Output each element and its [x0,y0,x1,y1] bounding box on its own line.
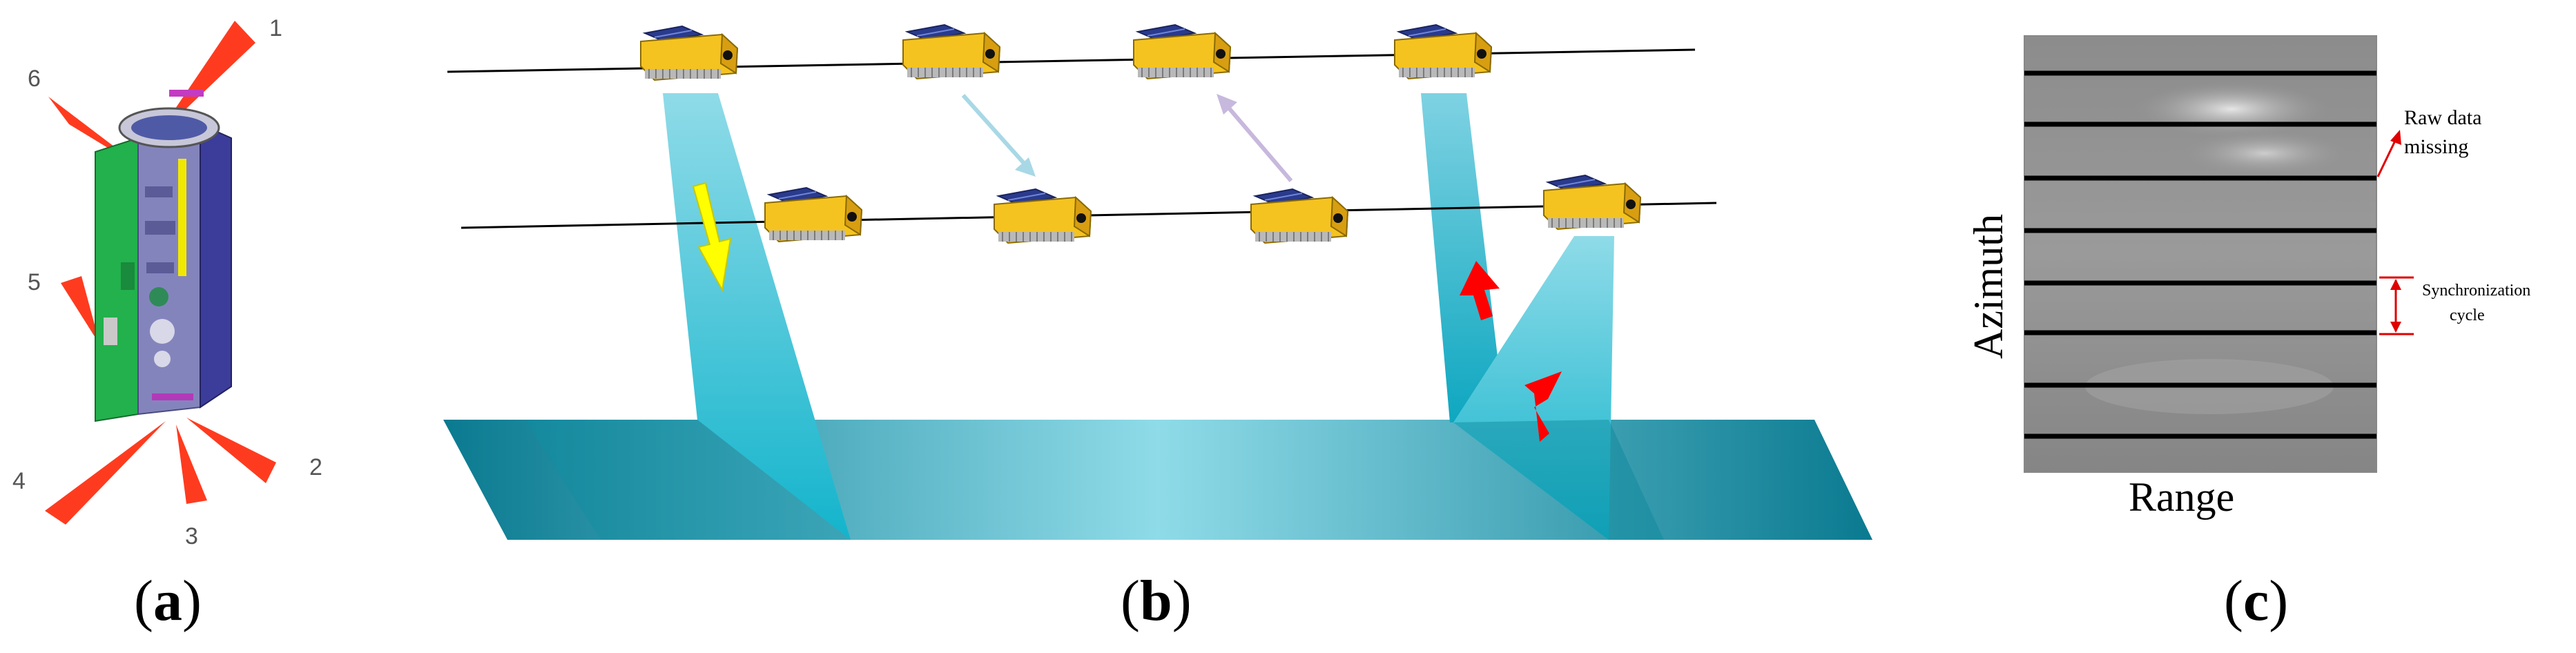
satellite-upper-4 [1394,24,1492,79]
satellite-upper-2 [902,24,1000,79]
sync-label-line1: Synchronization [2422,282,2530,300]
antenna-label-4: 4 [12,468,26,494]
missing-data-lines [2024,70,2376,439]
antenna-beam-3 [176,425,207,504]
raw-data-label-line2: missing [2404,135,2468,158]
caption-c: (c) [2224,569,2289,633]
antenna-label-1: 1 [269,15,282,41]
antenna-label-5: 5 [28,269,41,295]
orbit-line-upper [447,48,1696,73]
arrow-red-lower [1524,371,1562,442]
satellite-lower-3 [1250,188,1348,244]
axis-label-range: Range [2129,474,2234,520]
caption-b: (b) [1121,569,1192,633]
satellite-lower-4 [1543,175,1641,230]
antenna-label-2: 2 [309,454,322,480]
satellite-lower-1 [764,187,862,242]
antenna-beam-5 [61,276,100,345]
satellite-upper-3 [1133,24,1231,79]
satellite-upper-1 [640,26,738,81]
arrow-yellow [692,182,732,293]
antenna-beam-2 [186,418,276,483]
arrow-light-blue [961,94,1036,177]
antenna-label-3: 3 [185,523,198,549]
beam-right-upper [1421,93,1505,422]
antenna-label-6: 6 [28,66,41,92]
satellite-lower-2 [994,188,1092,244]
antenna-beam-4 [45,421,166,525]
panel-b-formation [443,24,1872,540]
caption-a: (a) [134,569,202,633]
panel-c-sar-image: Raw data missing Synchronization cycle A… [1966,35,2530,520]
axis-label-azimuth: Azimuth [1966,214,2011,359]
arrow-lavender [1217,94,1293,182]
arrow-raw-data [2376,130,2401,177]
arrow-red-upper [1460,261,1500,320]
raw-data-label-line1: Raw data [2404,106,2481,129]
panel-a-satellite: 1 2 3 4 5 6 [12,15,322,549]
sync-label-line2: cycle [2450,306,2485,324]
